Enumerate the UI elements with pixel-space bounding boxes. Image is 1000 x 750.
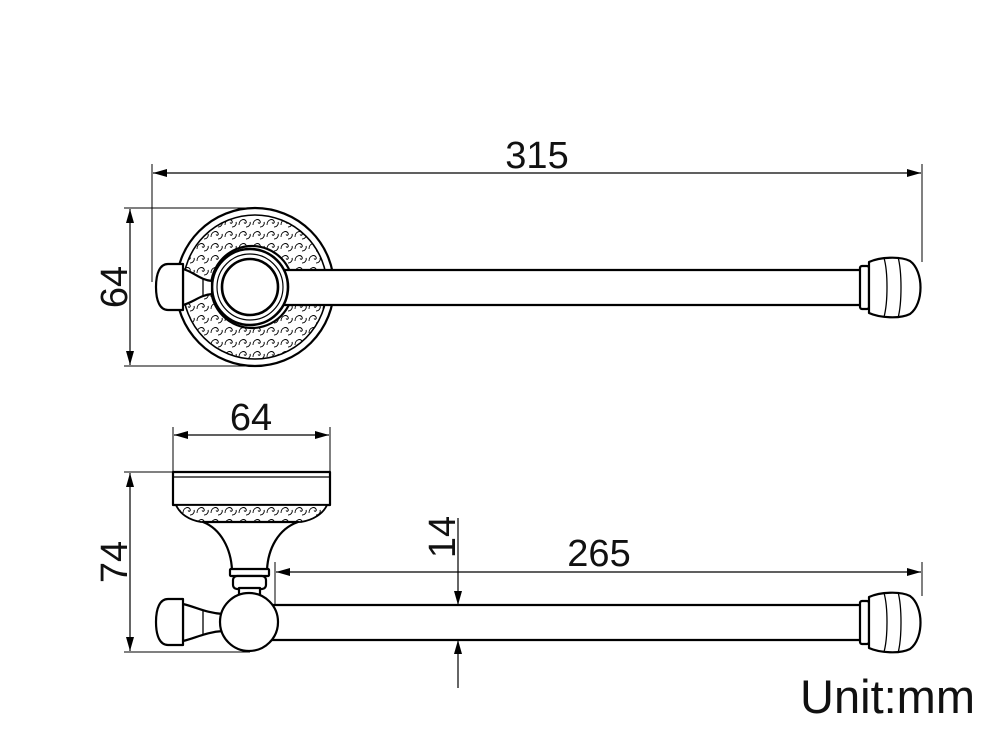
end-cap-collar (858, 599, 871, 646)
bar-thickness-dimension: 14 (422, 516, 464, 688)
base-ornament-band (174, 504, 329, 523)
projection-label: 74 (94, 541, 136, 583)
pivot-ring (210, 247, 290, 327)
end-cap-groove (897, 591, 902, 654)
bar-thickness-label: 14 (422, 516, 464, 558)
rosette-diameter-label: 64 (94, 266, 136, 308)
knob-cap (154, 597, 185, 647)
end-cap (858, 591, 922, 654)
projection-dimension: 74 (94, 471, 250, 653)
rosette-diameter-dimension: 64 (94, 207, 256, 367)
pivot-knob (154, 262, 214, 312)
unit-label: Unit:mm (800, 670, 975, 723)
end-cap-collar (858, 264, 871, 311)
top-view: 315 64 (94, 135, 923, 368)
pivot-knob (154, 597, 225, 647)
knob-cap (154, 262, 185, 312)
knob-neck (181, 267, 214, 307)
end-cap-groove (883, 257, 888, 318)
overall-length-dimension: 315 (151, 135, 923, 282)
towel-bar (253, 603, 864, 642)
mount-neck (201, 520, 300, 572)
towel-bar (260, 268, 864, 307)
side-view: 64 74 265 (94, 397, 923, 688)
end-cap-groove (897, 256, 902, 319)
bar-length-label: 265 (567, 533, 630, 575)
end-cap-finial (867, 256, 922, 319)
pivot-ring-middle (216, 253, 284, 321)
pivot-ring-inner (220, 257, 280, 317)
overall-length-label: 315 (505, 135, 568, 177)
bar-length-dimension: 265 (274, 533, 923, 605)
end-cap-groove (883, 592, 888, 653)
wall-mount (171, 470, 332, 597)
base-width-label: 64 (230, 397, 272, 439)
end-cap (858, 256, 922, 319)
base-width-dimension: 64 (172, 397, 331, 472)
pivot-ball (218, 591, 280, 653)
end-cap-finial (867, 591, 922, 654)
